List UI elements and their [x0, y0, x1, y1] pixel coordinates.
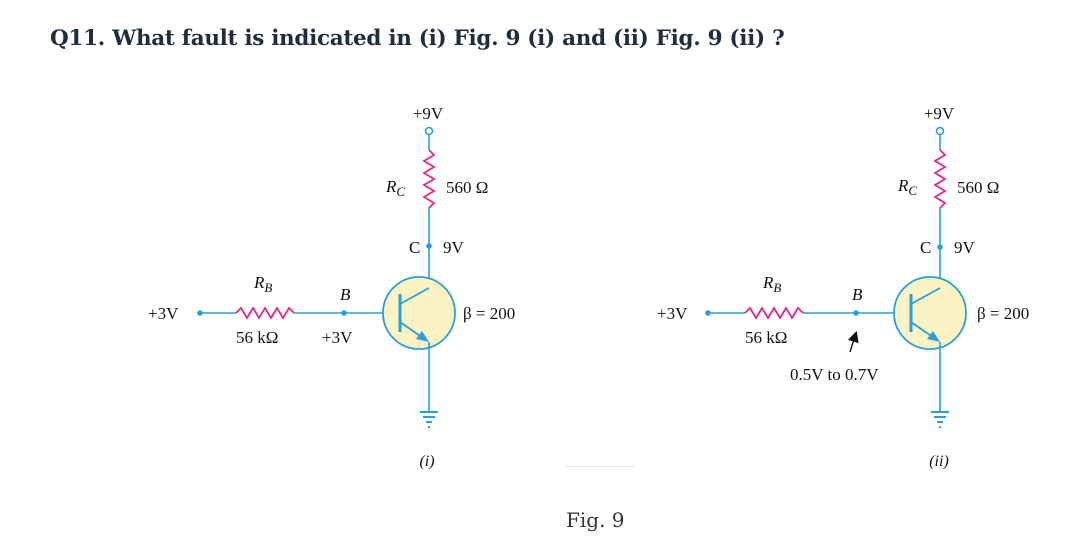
rc-resistor — [422, 149, 436, 209]
collector-node-label: C — [409, 238, 420, 257]
base-node-label: B — [340, 285, 351, 304]
base-node-label: B — [852, 285, 863, 304]
caption-divider — [565, 466, 635, 467]
circuit-ii: +9V RC 560 Ω C 9V +3V RB 56 kΩ B 0.5V to… — [657, 104, 1029, 470]
figure-caption: Fig. 9 — [566, 508, 625, 532]
base-voltage: +3V — [322, 328, 353, 347]
rc-symbol: RC — [897, 176, 917, 198]
collector-voltage: 9V — [443, 238, 465, 257]
supply-terminal — [935, 126, 945, 136]
base-voltage-pointer — [847, 330, 859, 353]
circuit-i: +9V RC 560 Ω C 9V +3V RB 56 kΩ B +3V β =… — [148, 104, 515, 470]
circuit-label: (ii) — [929, 453, 949, 470]
rb-symbol: RB — [762, 273, 781, 295]
rc-resistor — [933, 149, 947, 209]
collector-node-dot — [426, 243, 432, 249]
ground-symbol — [420, 411, 438, 428]
rb-symbol: RB — [253, 273, 272, 295]
supply-terminal — [424, 126, 434, 136]
emitter-arrow — [416, 331, 429, 342]
beta-label: β = 200 — [977, 304, 1029, 323]
rb-resistor — [235, 306, 295, 320]
base-node-dot — [341, 310, 347, 316]
question-text: Q11. What fault is indicated in (i) Fig.… — [50, 26, 785, 51]
collector-node-label: C — [920, 238, 931, 257]
beta-label: β = 200 — [463, 304, 515, 323]
supply-label: +9V — [924, 104, 955, 123]
input-voltage: +3V — [148, 304, 179, 323]
collector-voltage: 9V — [954, 238, 976, 257]
rc-symbol: RC — [385, 177, 405, 199]
rc-value: 560 Ω — [446, 178, 488, 197]
collector-node-dot — [937, 244, 943, 250]
base-node-dot — [853, 310, 859, 316]
input-voltage: +3V — [657, 304, 688, 323]
circuit-label: (i) — [419, 453, 434, 470]
supply-label: +9V — [413, 104, 444, 123]
rb-value: 56 kΩ — [745, 328, 787, 347]
transistor-collector-lead — [910, 287, 941, 305]
base-voltage: 0.5V to 0.7V — [790, 365, 879, 384]
rc-value: 560 Ω — [957, 178, 999, 197]
rb-value: 56 kΩ — [236, 328, 278, 347]
rb-resistor — [744, 306, 804, 320]
ground-symbol — [931, 411, 949, 428]
emitter-arrow — [927, 331, 940, 342]
transistor-collector-lead — [399, 287, 430, 305]
